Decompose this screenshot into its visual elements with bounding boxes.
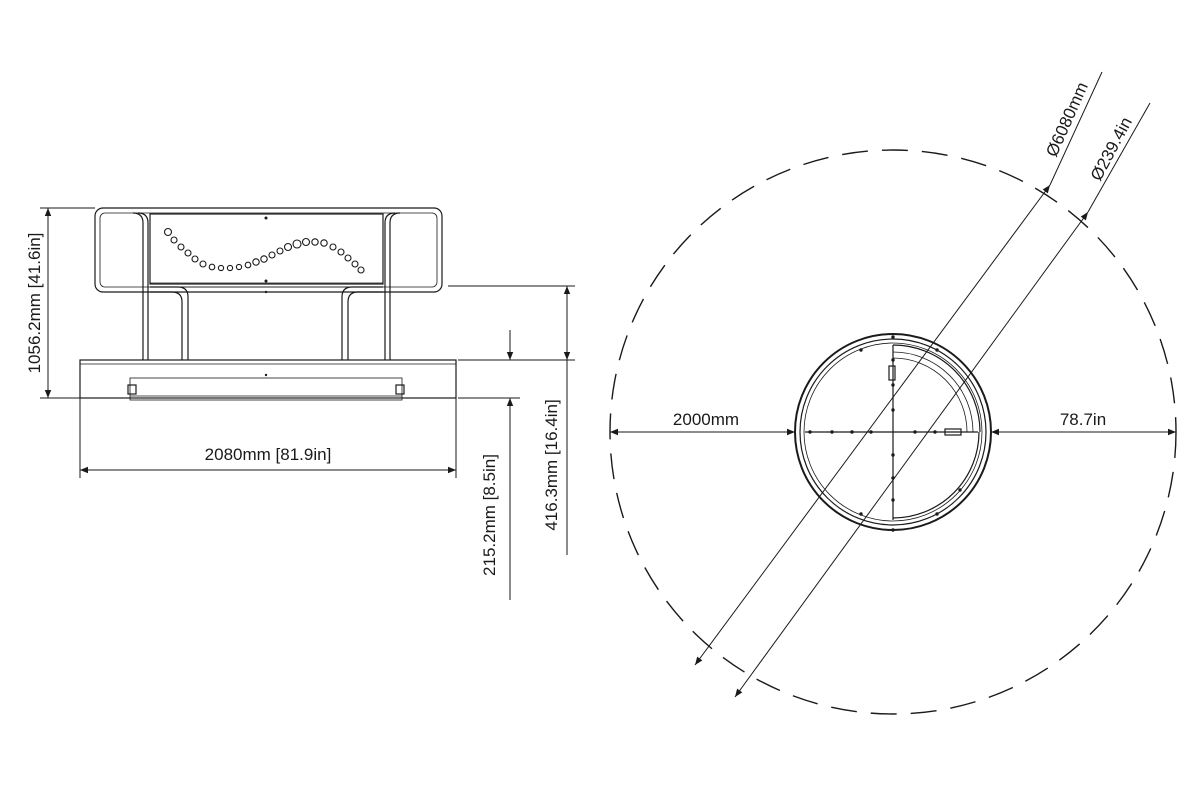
bar-left-outer (150, 286, 189, 360)
plan-bolt-6 (933, 430, 937, 434)
base-inner-plate (129, 377, 403, 401)
canopy-outer-frame (94, 207, 443, 293)
bead-7 (208, 263, 216, 271)
base-height-label: 215.2mm [8.5in] (480, 454, 499, 576)
overall-height-label: 1056.2mm [41.6in] (25, 233, 44, 374)
dimension-diameter-mm: Ø6080mm (694, 71, 1103, 666)
bead-15 (276, 247, 284, 255)
bead-18 (301, 237, 311, 247)
equipment-arc-quarter-2 (892, 351, 974, 433)
equipment-arc-lower (892, 431, 980, 519)
bead-11 (244, 261, 252, 269)
bead-22 (337, 248, 345, 256)
base-bracket-left (127, 384, 137, 395)
dimension-overall-height: 1056.2mm [41.6in] (25, 207, 95, 399)
plan-bracket-top (888, 365, 896, 381)
decorative-bead-wave (163, 227, 365, 274)
seat-height-label: 416.3mm [16.4in] (542, 399, 561, 530)
plan-bolt-8 (891, 383, 895, 387)
bead-4 (184, 249, 192, 257)
front-elevation-view: 1056.2mm [41.6in] 2080mm [81.9in] 215.2m… (25, 207, 575, 600)
clearance-in-label: 78.7in (1060, 410, 1106, 429)
bead-12 (252, 258, 260, 266)
dimension-diameter-in: Ø239.4in (734, 102, 1151, 698)
bar-left-inner (150, 291, 183, 360)
plan-bolt-19 (958, 488, 962, 492)
plan-bolt-9 (891, 408, 895, 412)
dimension-base-height: 215.2mm [8.5in] (458, 330, 520, 600)
bead-2 (170, 236, 178, 244)
bead-17 (292, 239, 302, 249)
base-center-mark (264, 373, 268, 377)
bar-right-outer (341, 286, 383, 360)
bead-10 (235, 263, 243, 271)
overall-width-label: 2080mm [81.9in] (205, 445, 332, 464)
post-left-outer (132, 212, 144, 360)
plan-bolt-12 (891, 498, 895, 502)
post-right-outer (389, 212, 401, 360)
plan-view: Ø6080mm Ø239.4in 2000mm 78.7in (609, 71, 1177, 715)
plan-bolt-2 (830, 430, 834, 434)
equipment-arc-quarter (892, 344, 981, 433)
bead-9 (226, 264, 234, 272)
bead-23 (344, 254, 352, 262)
bead-1 (163, 227, 173, 237)
dimension-clearance-right: 78.7in (991, 410, 1176, 436)
dimension-overall-width: 2080mm [81.9in] (79, 398, 457, 478)
dimension-seat-height: 416.3mm [16.4in] (448, 285, 575, 555)
bead-8 (217, 264, 225, 272)
plan-bolt-15 (859, 348, 863, 352)
clearance-mm-label: 2000mm (673, 410, 739, 429)
bead-21 (329, 243, 337, 251)
plan-bolt-14 (891, 528, 895, 532)
bead-6 (199, 260, 207, 268)
plan-bolt-5 (913, 430, 917, 434)
bar-right-inner (347, 291, 383, 360)
bead-19 (311, 238, 319, 246)
plan-bolt-13 (891, 335, 895, 339)
bead-25 (357, 266, 365, 274)
plan-bolt-16 (859, 512, 863, 516)
bead-3 (177, 243, 185, 251)
plan-bolt-18 (935, 512, 939, 516)
plan-bolt-10 (891, 453, 895, 457)
bead-16 (283, 242, 293, 252)
diameter-in-label: Ø239.4in (1087, 114, 1136, 184)
base-platform (79, 359, 457, 399)
post-left-inner (137, 212, 149, 360)
plan-bolt-3 (850, 430, 854, 434)
bead-24 (351, 260, 359, 268)
dimension-clearance-left: 2000mm (610, 410, 795, 436)
bead-14 (268, 251, 276, 259)
panel-bolt-top (264, 216, 268, 220)
bead-13 (260, 255, 268, 263)
panel-bolt-bottom (264, 279, 268, 283)
post-right-inner (384, 212, 396, 360)
bead-20 (320, 239, 328, 247)
plan-bolt-17 (935, 348, 939, 352)
panel-bolt-rail (264, 290, 268, 294)
base-bracket-right (395, 384, 405, 395)
bead-5 (191, 255, 199, 263)
plan-bolt-7 (891, 358, 895, 362)
plan-bolt-4 (869, 430, 873, 434)
decorative-panel (149, 213, 384, 285)
plan-bolt-1 (808, 430, 812, 434)
